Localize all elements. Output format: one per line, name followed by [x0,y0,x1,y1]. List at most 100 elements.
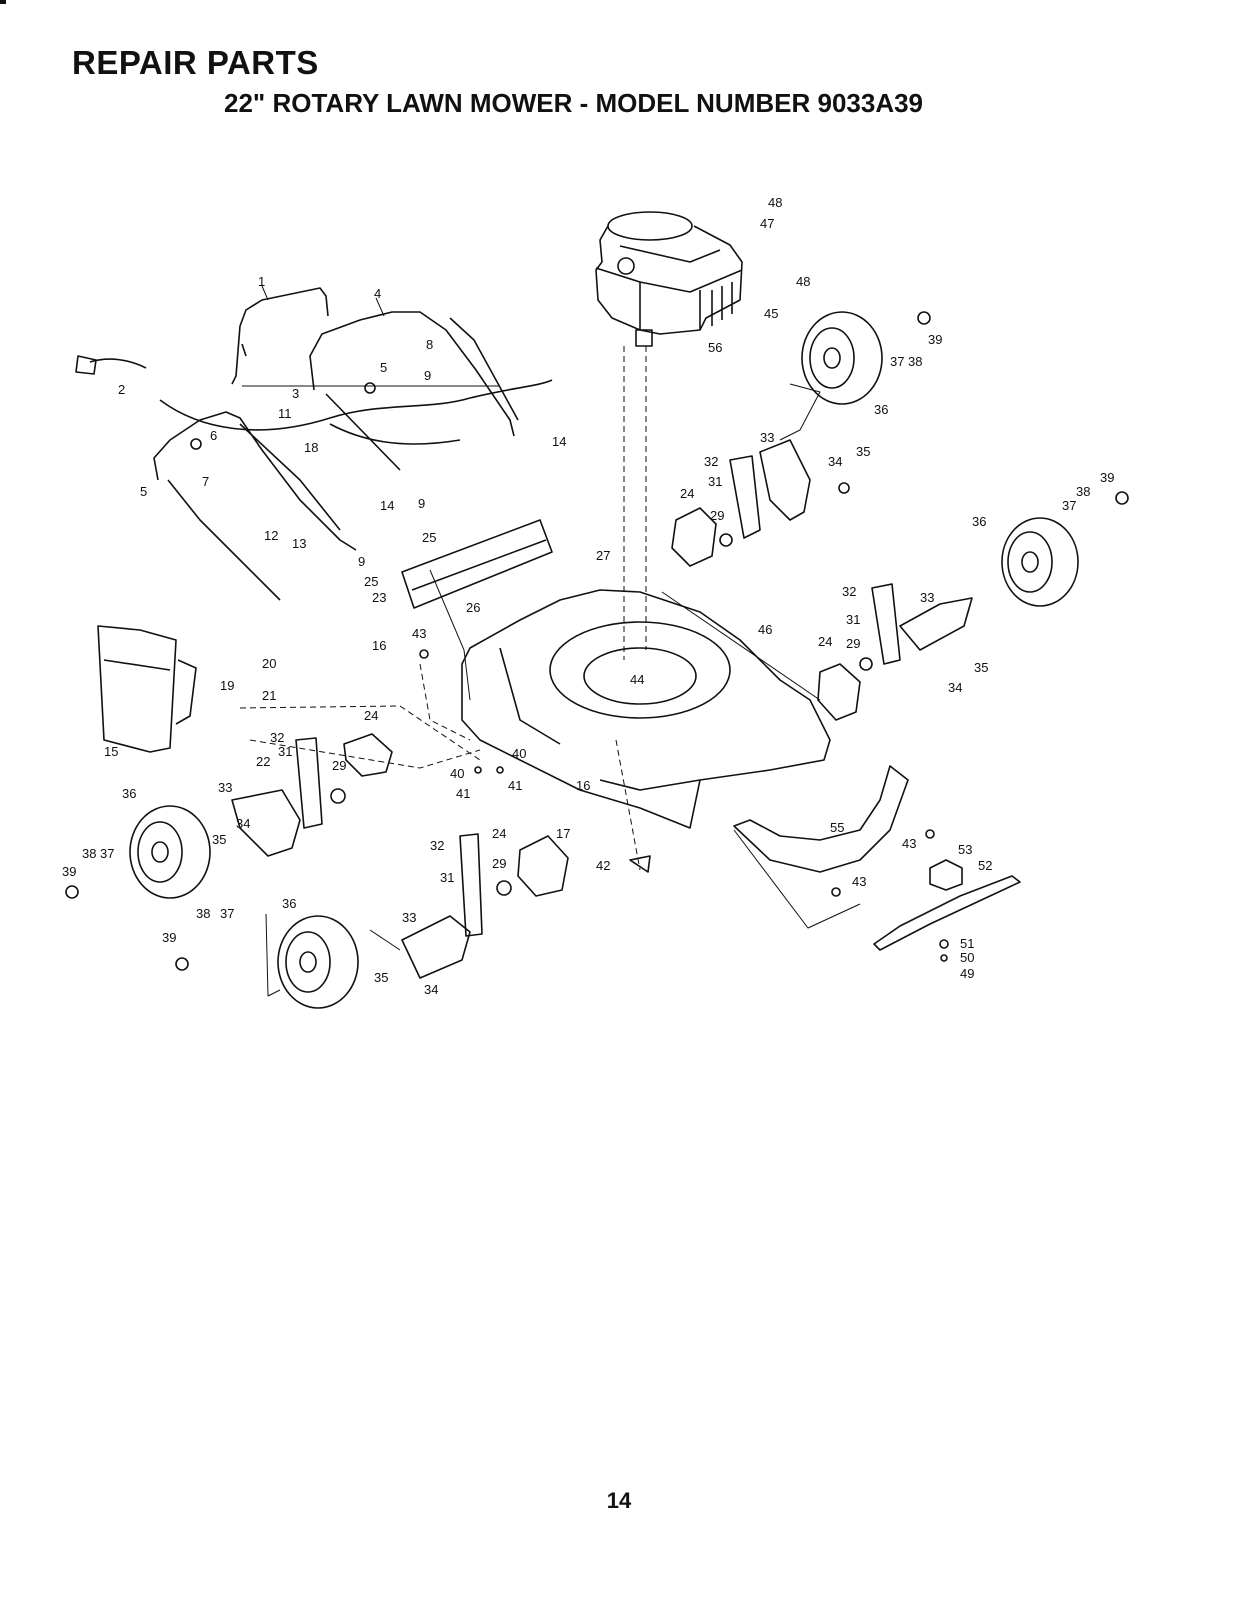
callout-label: 43 [852,874,866,889]
callout-label: 51 [960,936,974,951]
callout-label: 5 [140,484,147,499]
callout-label: 31 [278,744,292,759]
callout-label: 32 [430,838,444,853]
blade [873,875,1021,951]
callout-label: 24 [680,486,694,501]
callout-label: 20 [262,656,276,671]
baffle [733,765,909,873]
callout-label: 3 [292,386,299,401]
callout-label: 48 [796,274,810,289]
rear-flap [97,625,197,753]
engine-illustration [595,211,743,347]
callout-label: 33 [402,910,416,925]
callout-label: 26 [466,600,480,615]
callout-label: 38 [1076,484,1090,499]
control-cable [89,358,553,445]
callout-label: 43 [902,836,916,851]
callout-label: 48 [768,195,782,210]
callout-label: 12 [264,528,278,543]
callout-label: 35 [374,970,388,985]
callout-label: 37 [220,906,234,921]
callout-label: 29 [332,758,346,773]
callout-label: 46 [758,622,772,637]
callout-label: 56 [708,340,722,355]
wheel-front-right [1001,517,1079,607]
axle-bracket-lower [401,833,483,979]
callout-label: 7 [202,474,209,489]
height-adjuster-left [343,733,393,777]
callout-label: 24 [818,634,832,649]
callout-label: 33 [760,430,774,445]
wheel-rear-left [129,805,211,899]
callout-label: 37 [1062,498,1076,513]
callout-label: 41 [508,778,522,793]
callout-label: 29 [710,508,724,523]
axle-bracket-right [871,583,973,665]
mower-deck [461,589,831,829]
callout-label: 49 [960,966,974,981]
callout-label: 33 [218,780,232,795]
upper-handle [231,287,329,385]
callout-label: 38 [908,354,922,369]
callout-label: 9 [418,496,425,511]
page-number: 14 [606,1488,632,1513]
callout-label: 6 [210,428,217,443]
callout-label: 8 [426,337,433,352]
callout-label: 35 [856,444,870,459]
callout-label: 17 [556,826,570,841]
callout-label: 36 [122,786,136,801]
axle-bracket-upper [729,439,811,539]
callout-label: 31 [440,870,454,885]
callout-label: 31 [708,474,722,489]
callout-label: 38 [196,906,210,921]
callout-label: 25 [422,530,436,545]
callout-label: 18 [304,440,318,455]
callout-label: 38 [82,846,96,861]
callout-label: 16 [576,778,590,793]
callout-label: 5 [380,360,387,375]
callout-label: 29 [846,636,860,651]
callout-label: 40 [512,746,526,761]
callout-label: 43 [412,626,426,641]
callout-label: 4 [374,286,381,301]
height-adjuster-upper-right [671,507,717,567]
callout-label: 39 [1100,470,1114,485]
page-subtitle: 22" ROTARY LAWN MOWER - MODEL NUMBER 903… [224,88,924,118]
callout-label: 24 [364,708,378,723]
callout-label: 13 [292,536,306,551]
scan-edge-mark [0,0,6,4]
callout-label: 14 [380,498,394,513]
callout-label: 21 [262,688,276,703]
callout-label: 31 [846,612,860,627]
callout-label: 22 [256,754,270,769]
rear-bracket [401,519,553,609]
callout-label: 14 [552,434,566,449]
callout-label: 11 [278,406,292,421]
callout-label: 34 [424,982,438,997]
blade-adapter [929,859,963,891]
callout-label: 27 [596,548,610,563]
axle-bracket-left [231,737,323,857]
callout-label: 2 [118,382,125,397]
callout-label: 52 [978,858,992,873]
callout-label: 29 [492,856,506,871]
callout-label: 32 [704,454,718,469]
callout-label: 35 [212,832,226,847]
callout-label: 45 [764,306,778,321]
lower-handle [153,411,357,601]
callout-label: 36 [874,402,888,417]
callout-label: 36 [972,514,986,529]
callout-label: 25 [364,574,378,589]
callout-label: 37 [890,354,904,369]
page-title: REPAIR PARTS [72,44,319,81]
callout-label: 50 [960,950,974,965]
callout-label: 34 [828,454,842,469]
callout-label: 40 [450,766,464,781]
callout-label: 9 [424,368,431,383]
callout-label: 32 [842,584,856,599]
callout-label: 15 [104,744,118,759]
callout-label: 39 [928,332,942,347]
callout-label: 24 [492,826,506,841]
callout-label: 37 [100,846,114,861]
